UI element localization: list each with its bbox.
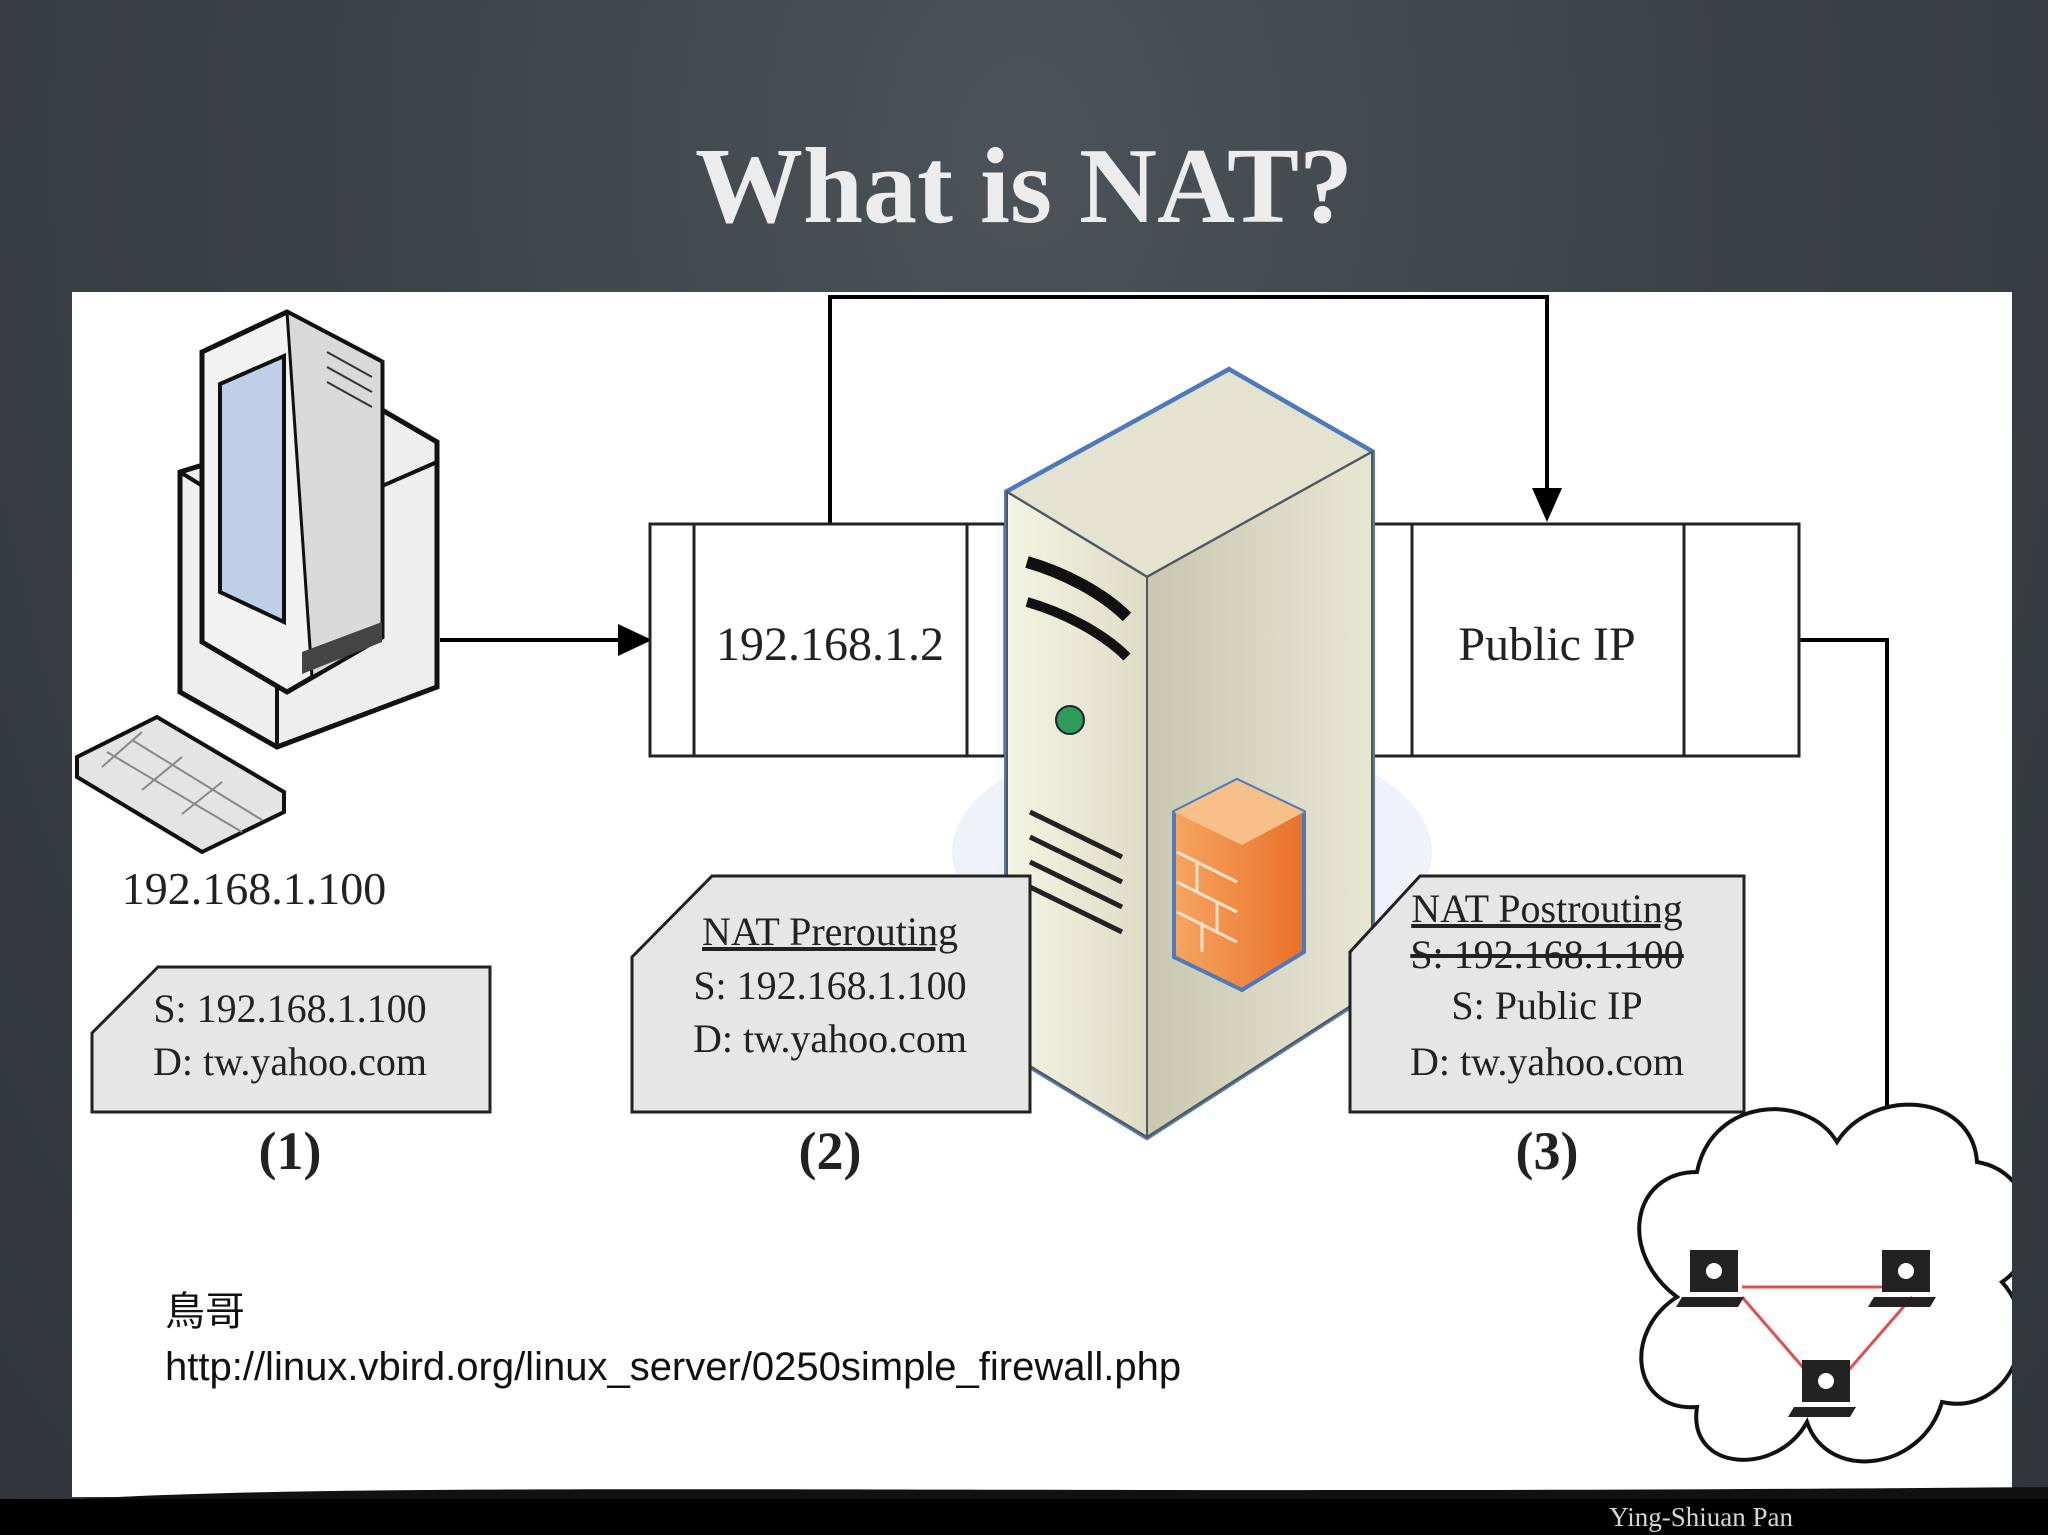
internal-ip-label: 192.168.1.2	[716, 618, 944, 671]
laptop-icon	[1788, 1360, 1856, 1417]
packet2-heading: NAT Prerouting	[702, 909, 958, 954]
credit-author: 鳥哥	[165, 1290, 245, 1334]
packet3-old-source: S: 192.168.1.100	[1410, 932, 1683, 977]
routing-loop-arrowhead	[1532, 488, 1562, 522]
bottom-bar	[0, 1499, 2048, 1535]
internal-interface-box: 192.168.1.2	[648, 522, 1007, 758]
packet1-source: S: 192.168.1.100	[153, 986, 426, 1031]
author-name: Ying-Shiuan Pan	[1609, 1502, 1793, 1532]
firewall-icon	[1172, 777, 1306, 993]
packet3-destination: D: tw.yahoo.com	[1410, 1039, 1684, 1084]
slide-title: What is NAT?	[694, 127, 1354, 246]
desktop-computer-icon	[75, 309, 440, 855]
laptop-icon	[1676, 1250, 1744, 1307]
packet1-destination: D: tw.yahoo.com	[153, 1039, 427, 1084]
packet-box-1: S: 192.168.1.100 D: tw.yahoo.com	[90, 965, 492, 1114]
step-label-2: (2)	[799, 1121, 862, 1181]
packet3-heading: NAT Postrouting	[1411, 886, 1683, 931]
laptop-icon	[1868, 1250, 1936, 1307]
packet2-destination: D: tw.yahoo.com	[693, 1016, 967, 1061]
credit-url[interactable]: http://linux.vbird.org/linux_server/0250…	[165, 1345, 1182, 1389]
packet2-source: S: 192.168.1.100	[693, 963, 966, 1008]
step-label-1: (1)	[259, 1121, 322, 1181]
client-ip-label: 192.168.1.100	[122, 863, 387, 914]
packet-box-3: NAT Postrouting S: 192.168.1.100 S: Publ…	[1348, 874, 1746, 1114]
public-ip-label: Public IP	[1458, 618, 1635, 671]
external-interface-box: Public IP	[1365, 522, 1801, 758]
routing-loop-arrow	[828, 295, 1549, 524]
nat-diagram-canvas: 192.168.1.2 Public IP	[75, 295, 2012, 1464]
credit-block: 鳥哥 http://linux.vbird.org/linux_server/0…	[165, 1285, 1181, 1395]
client-to-nat-arrowhead	[618, 624, 652, 656]
step-label-3: (3)	[1516, 1121, 1579, 1181]
internet-cloud-icon	[1637, 1102, 2012, 1464]
packet3-source: S: Public IP	[1451, 983, 1642, 1028]
nat-diagram: 192.168.1.2 Public IP	[72, 292, 2012, 1497]
packet-box-2: NAT Prerouting S: 192.168.1.100 D: tw.ya…	[630, 874, 1032, 1114]
